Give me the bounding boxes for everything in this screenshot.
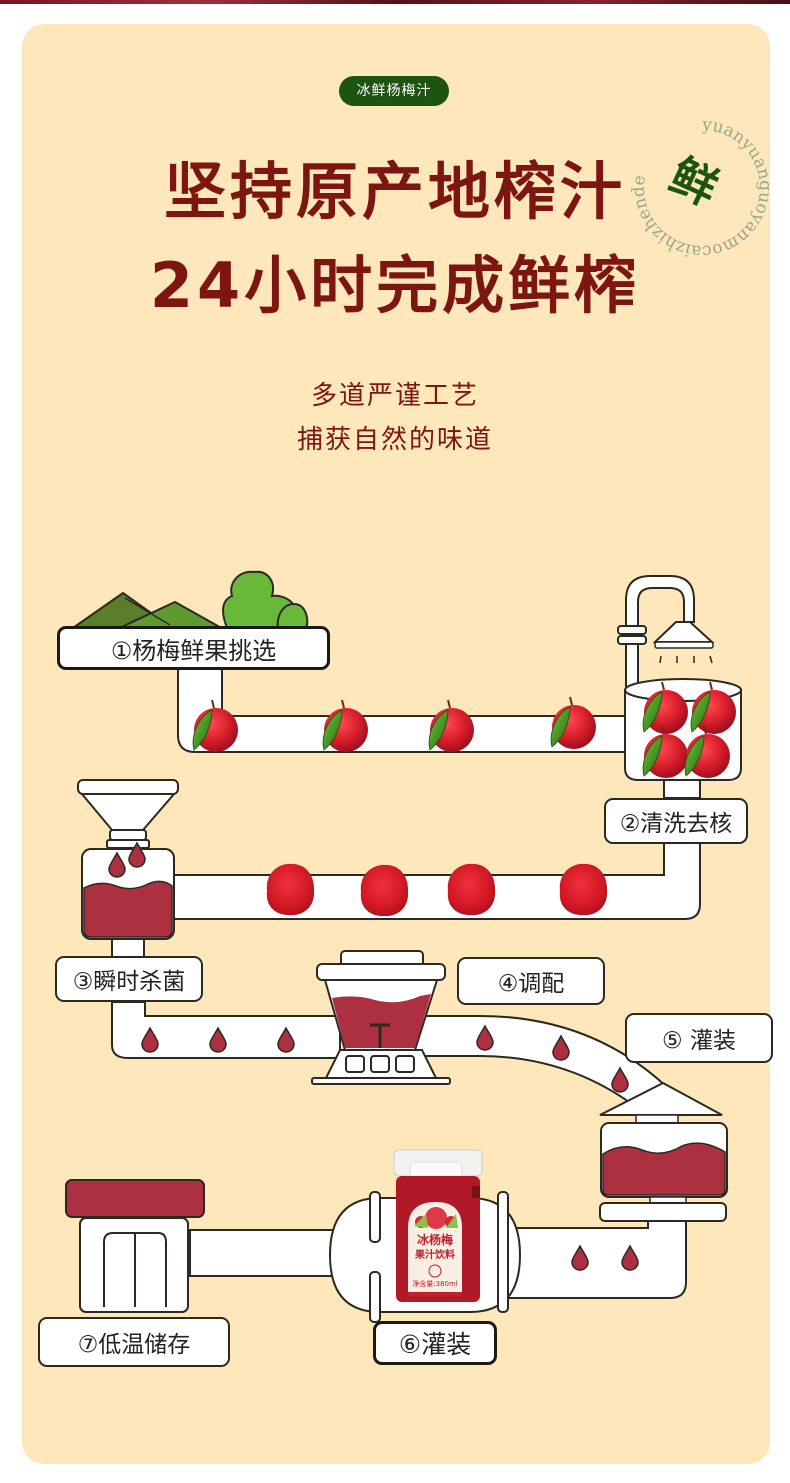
storage-illustration	[65, 1179, 205, 1313]
pipe-segment-5	[499, 1220, 687, 1299]
sterilizer-illustration	[77, 779, 179, 962]
headline-line-1: 坚持原产地榨汁	[163, 155, 626, 228]
washer-illustration	[617, 575, 742, 799]
pipe-segment-2	[169, 841, 701, 920]
product-badge: 冰鲜杨梅汁	[339, 76, 449, 106]
step-label-5: ⑤ 灌装	[625, 1013, 773, 1063]
top-decorative-strip	[0, 0, 790, 4]
step-label-2: ②清洗去核	[604, 798, 748, 844]
step-label-1: ①杨梅鲜果挑选	[57, 626, 330, 670]
step-label-6: ⑥灌装	[373, 1321, 497, 1365]
filler-illustration	[599, 1081, 728, 1222]
mountains-illustration	[66, 591, 229, 631]
pipe-segment-6	[189, 1229, 351, 1277]
headline-line-2: 24小时完成鲜榨	[149, 249, 641, 322]
product-bottle: 冰杨梅 果汁饮料 净含量:380ml	[393, 1149, 483, 1302]
step-label-4: ④调配	[457, 957, 605, 1005]
step-label-7: ⑦低温储存	[38, 1317, 230, 1367]
step-label-3: ③瞬时杀菌	[55, 956, 203, 1002]
tree-illustration	[222, 570, 309, 631]
pipe-segment-1	[177, 667, 641, 753]
mixer-illustration	[311, 950, 451, 1085]
subheadline-line-1: 多道严谨工艺	[310, 381, 479, 411]
product-name-line2: 果汁饮料	[414, 1248, 455, 1261]
product-volume: 净含量:380ml	[412, 1279, 458, 1288]
subheadline-line-2: 捕获自然的味道	[296, 425, 493, 455]
product-name-line1: 冰杨梅	[417, 1232, 453, 1247]
